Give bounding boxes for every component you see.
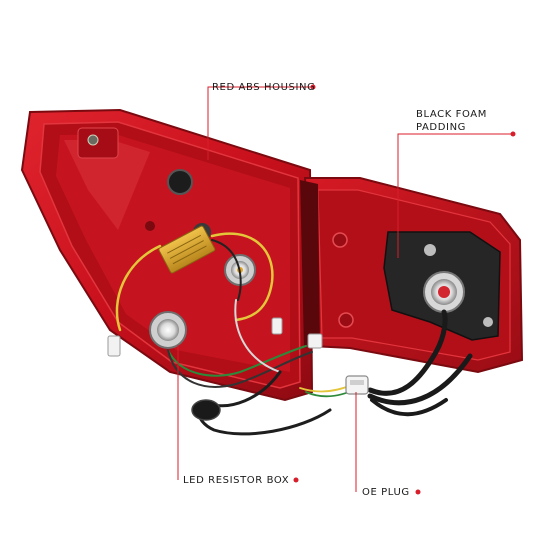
harness-connectors [107,317,323,357]
callout-plug-text: OE PLUG [362,487,410,498]
harness-grommet [191,399,221,421]
wiring-harness [115,232,473,436]
callout-oe-plug: OE PLUG [362,486,410,499]
callout-lines [177,86,513,492]
led-resistor-box [158,225,216,274]
callout-dots [293,84,516,495]
callout-black-foam-padding: BLACK FOAM PADDING [416,108,487,134]
bulb-socket-right [423,271,465,313]
callout-red-abs-housing: RED ABS HOUSING [212,81,315,94]
callout-housing-text: RED ABS HOUSING [212,82,316,93]
bulb-socket-lower-left [149,311,187,349]
callout-resistor-text: LED RESISTOR BOX [183,475,290,486]
callout-foam-line-1: BLACK FOAM [416,109,487,120]
bulb-socket-center [224,254,256,286]
oe-plug [345,375,369,395]
callout-led-resistor-box: LED RESISTOR BOX [183,474,289,487]
callout-foam-line-2: PADDING [416,122,467,133]
